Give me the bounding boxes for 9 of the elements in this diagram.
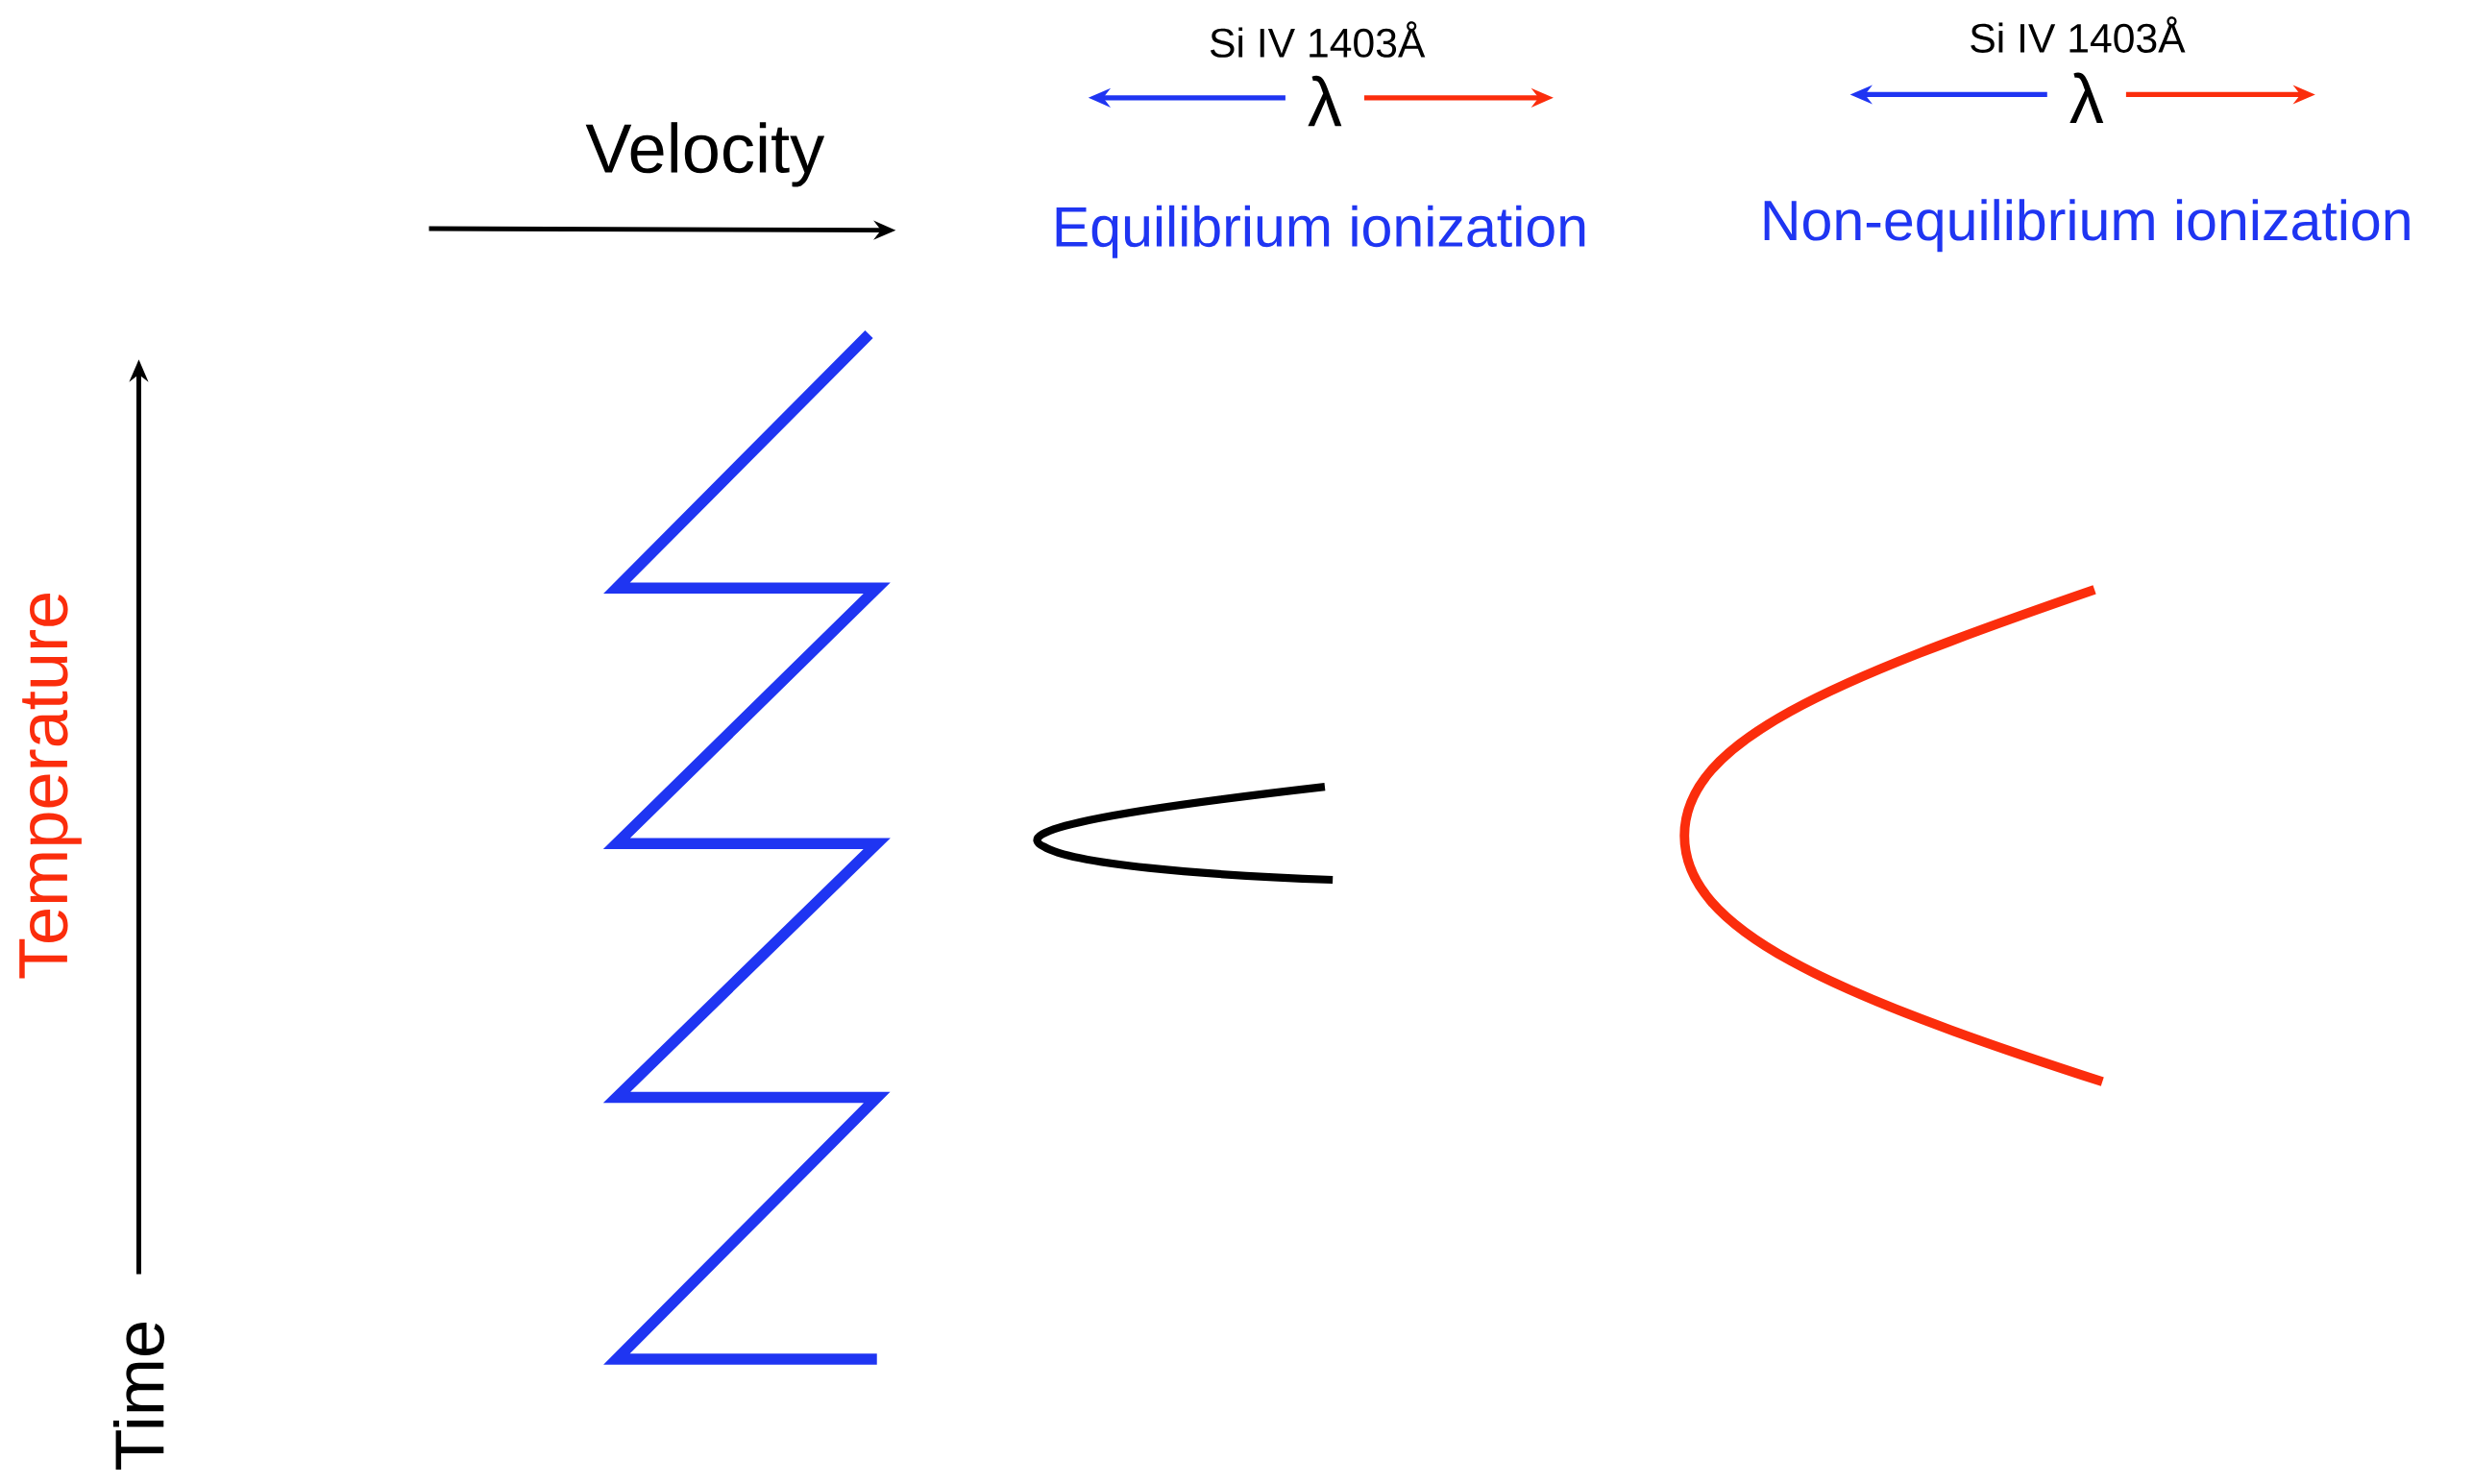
line-label: Si IV 1403Å [1211, 21, 1426, 58]
axis-label: Temperature [19, 594, 82, 979]
line-label: Si IV 1403Å [1971, 16, 2186, 54]
axis-label: Velocity [585, 122, 825, 187]
wavelength-symbol: λ [2069, 72, 2104, 124]
axis-label: Time [112, 1323, 164, 1471]
panel-heading: Equilibrium ionization [1056, 205, 1585, 258]
wavelength-symbol: λ [1308, 76, 1342, 127]
panel-heading: Non-equilibrium ionization [1764, 199, 2410, 253]
